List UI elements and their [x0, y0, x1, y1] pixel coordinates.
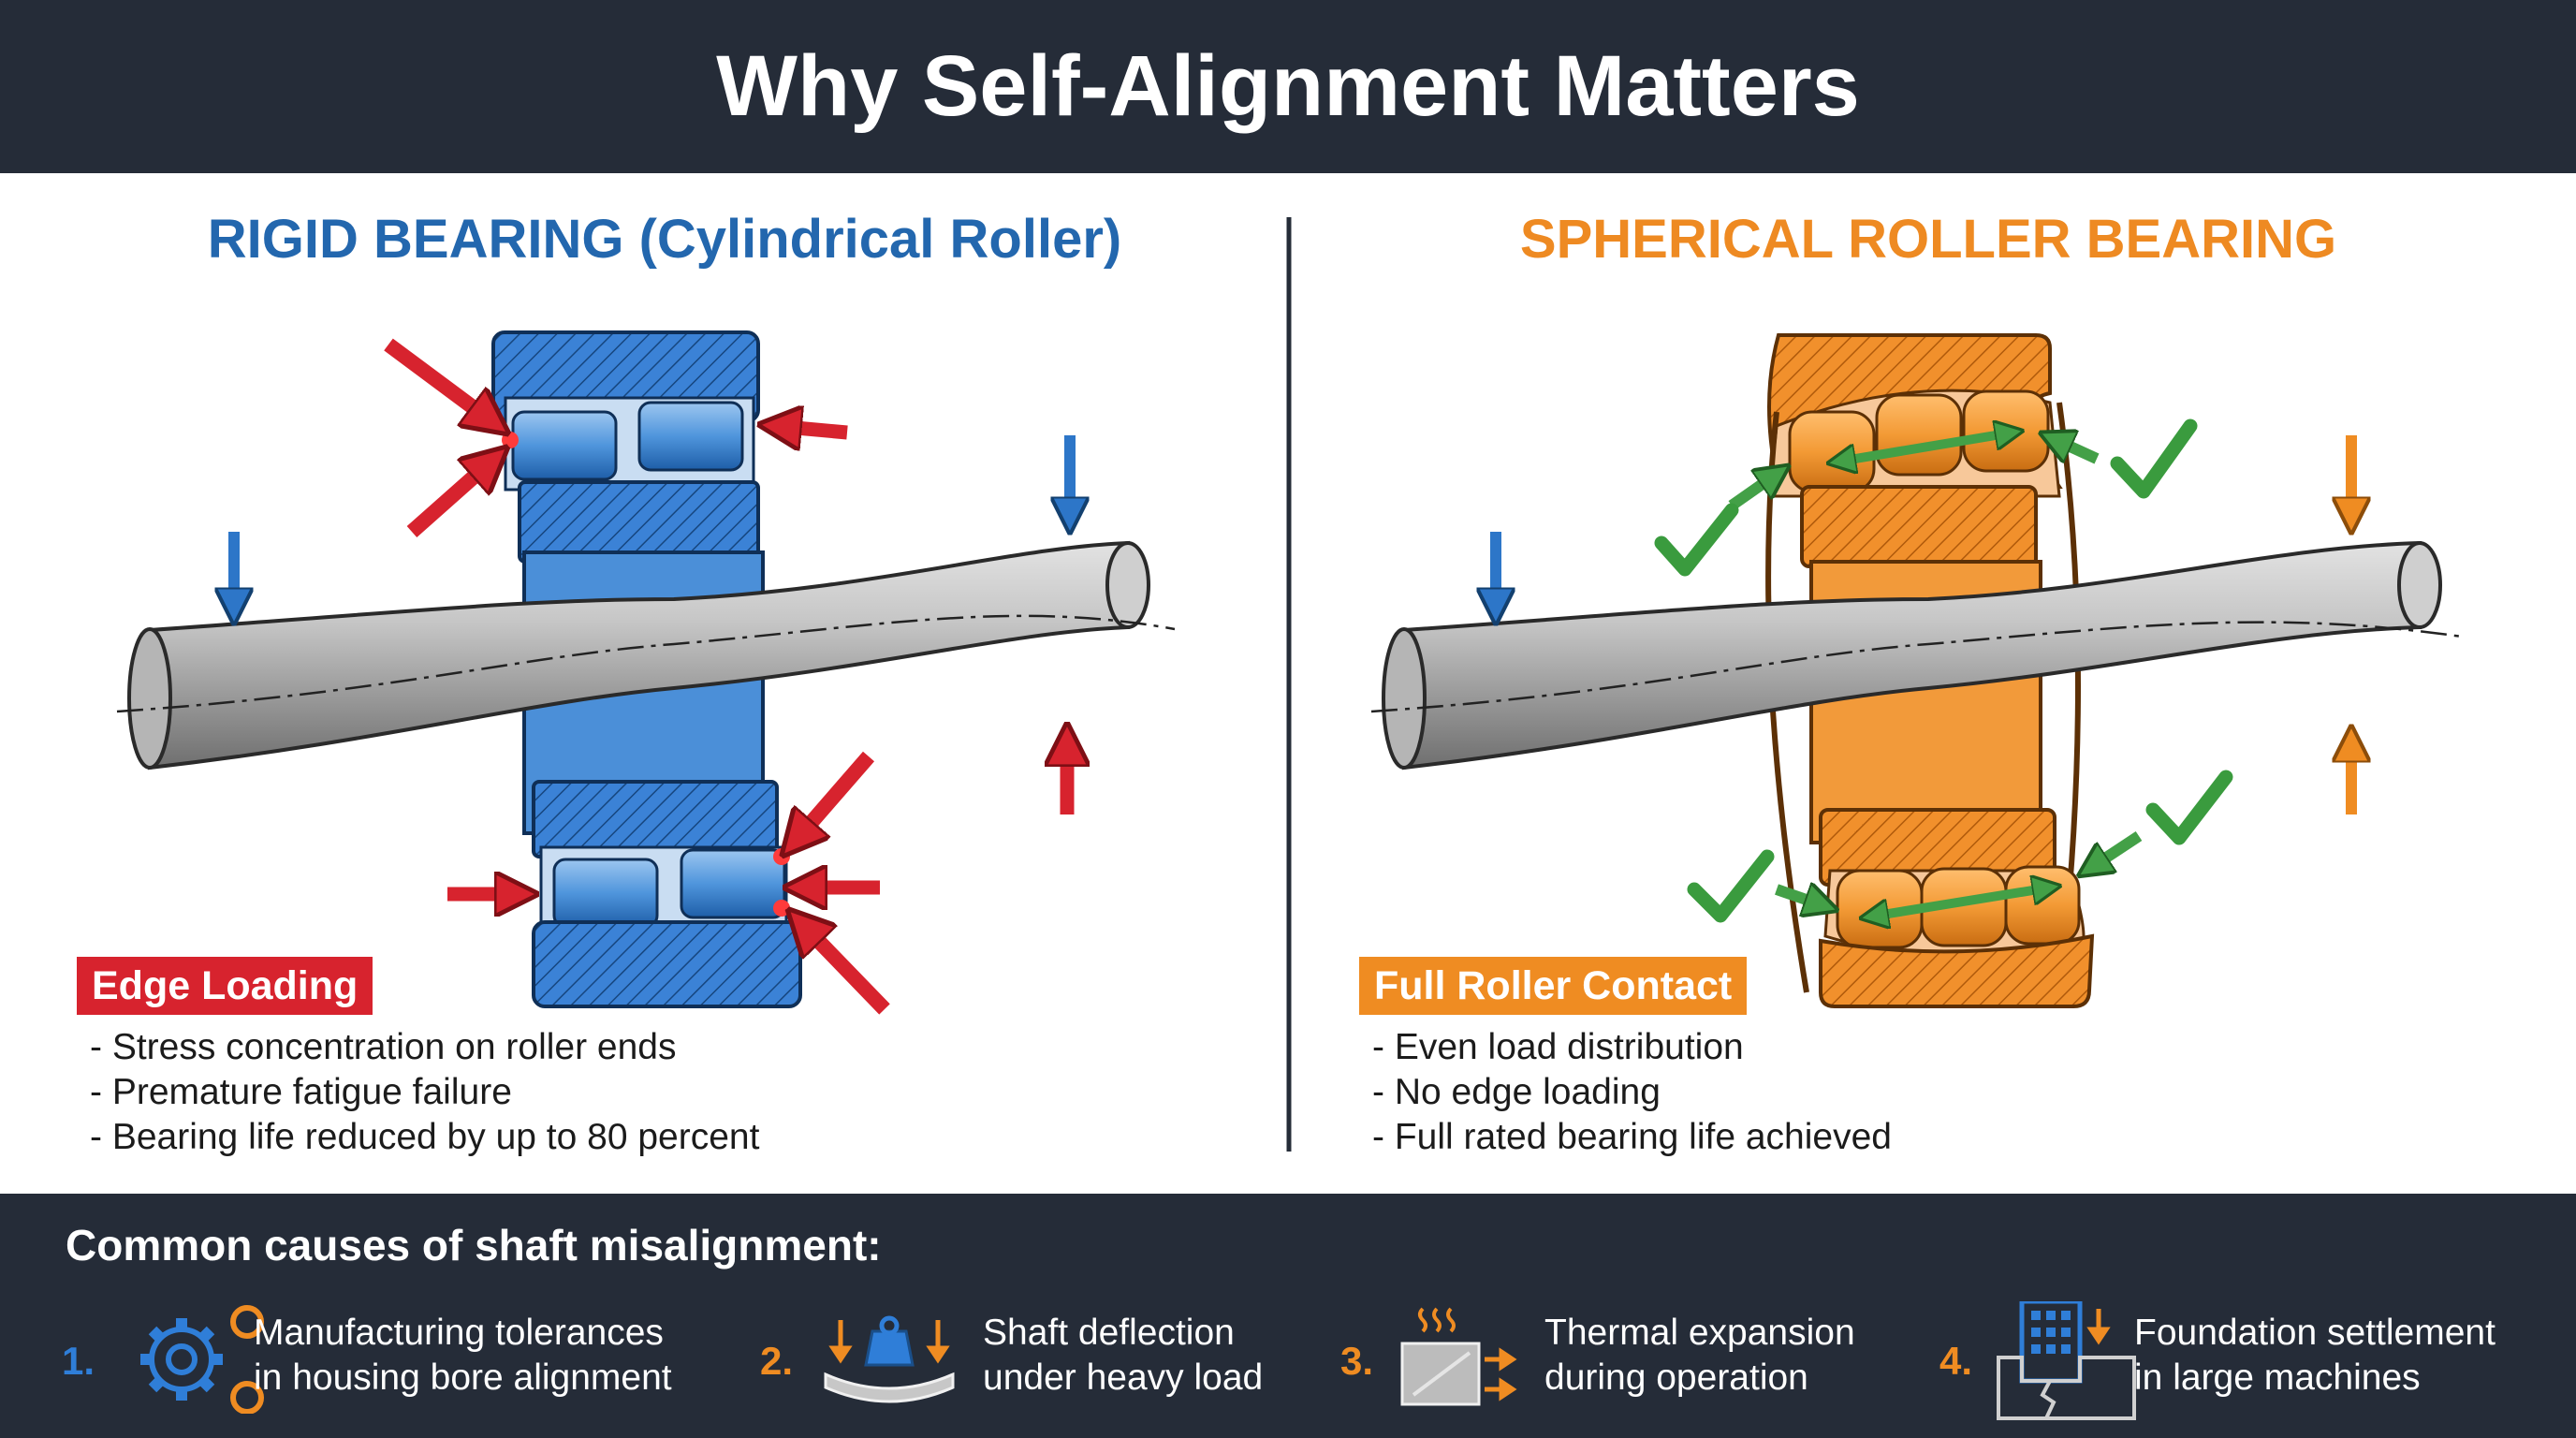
spherical-bearing-title: SPHERICAL ROLLER BEARING	[1519, 209, 2337, 270]
roller	[680, 848, 786, 919]
red-arrow	[794, 751, 875, 843]
green-double-arrow	[1877, 888, 2050, 916]
inner-ring-top	[1800, 485, 2038, 568]
centerline	[116, 614, 1176, 713]
cause-line: during operation	[1544, 1357, 1808, 1398]
cause-number: 4.	[1939, 1339, 1973, 1383]
green-arrow	[1775, 889, 1825, 906]
shaft-end	[1382, 627, 1427, 770]
edge-stress-spot	[502, 432, 519, 448]
cause-text: Foundation settlement in large machines	[2134, 1311, 2496, 1401]
right-bent-shaft	[1370, 540, 2463, 770]
red-arrow	[406, 459, 494, 537]
rigid-bearing-bullets: - Stress concentration on roller ends - …	[90, 1025, 759, 1160]
red-arrow	[384, 338, 494, 423]
bullet-item: - Even load distribution	[1372, 1027, 1744, 1067]
bullet-item: - Full rated bearing life achieved	[1372, 1117, 1892, 1157]
bullet-item: - Premature fatigue failure	[90, 1072, 512, 1112]
page-title: Why Self-Alignment Matters	[716, 38, 1860, 134]
cause-number: 2.	[760, 1339, 794, 1383]
green-double-arrow	[1844, 433, 2012, 461]
barrel-roller	[2004, 865, 2081, 946]
weight-deflection-icon	[824, 1315, 955, 1403]
cause-number: 3.	[1340, 1339, 1374, 1383]
heat-expansion-icon	[1400, 1307, 1517, 1406]
check-icon	[2110, 418, 2198, 499]
cause-text: Thermal expansion during operation	[1544, 1311, 1855, 1401]
centerline	[1370, 621, 2463, 713]
bullet-item: - Bearing life reduced by up to 80 perce…	[90, 1117, 760, 1157]
bullet-item: - Stress concentration on roller ends	[90, 1027, 677, 1067]
cause-text: Manufacturing tolerances in housing bore…	[254, 1311, 672, 1401]
edge-loading-badge: Edge Loading	[77, 957, 373, 1015]
red-arrow	[775, 426, 848, 433]
barrel-roller	[1875, 393, 1963, 477]
green-arrow	[1728, 473, 1778, 510]
left-load-arrows	[234, 338, 1070, 1015]
cause-item: 3. Thermal expansion during operation	[1340, 1301, 1902, 1414]
cause-line: in housing bore alignment	[254, 1357, 672, 1398]
inner-ring-top	[518, 480, 760, 564]
outer-ring-bottom	[532, 920, 802, 1008]
green-arrow	[2052, 438, 2100, 464]
bullet-item: - No edge loading	[1372, 1072, 1661, 1112]
cause-line: under heavy load	[983, 1357, 1264, 1398]
cause-item: 1. Manufacturing tolerances in housing b…	[62, 1301, 717, 1414]
shaft-end	[2397, 541, 2442, 629]
misalignment-causes-footer: Common causes of shaft misalignment: 1. …	[0, 1194, 2576, 1438]
check-icon	[1687, 849, 1775, 923]
building-settlement-icon	[1997, 1301, 2136, 1420]
barrel-roller	[1788, 410, 1876, 493]
outer-ring-bottom	[1819, 933, 2095, 1008]
cause-line: in large machines	[2134, 1357, 2421, 1398]
header-bar	[0, 0, 2576, 173]
cause-line: Shaft deflection	[983, 1313, 1235, 1353]
shaft-end	[1105, 541, 1150, 629]
full-roller-contact-badge: Full Roller Contact	[1359, 957, 1748, 1015]
cause-text: Shaft deflection under heavy load	[983, 1311, 1263, 1401]
check-icon	[2145, 770, 2233, 845]
roller	[637, 401, 744, 472]
cause-line: Manufacturing tolerances	[254, 1313, 664, 1353]
gears-icon	[140, 1305, 264, 1414]
bearing-comparison-diagram	[116, 217, 2463, 1152]
red-arrow	[800, 922, 890, 1015]
cause-line: Foundation settlement	[2134, 1313, 2496, 1353]
cause-line: Thermal expansion	[1544, 1313, 1855, 1353]
check-icon	[1654, 503, 1739, 577]
roller	[511, 410, 618, 481]
footer-heading: Common causes of shaft misalignment:	[66, 1221, 882, 1269]
edge-stress-spot	[773, 900, 790, 917]
cause-item: 4. Foundation settlement in large machin…	[1939, 1301, 2539, 1420]
left-bent-shaft	[116, 540, 1176, 770]
rigid-bearing-title: RIGID BEARING (Cylindrical Roller)	[207, 209, 1122, 270]
spherical-bearing-bullets: - Even load distribution - No edge loadi…	[1372, 1025, 1892, 1160]
inner-ring-bottom	[532, 780, 779, 858]
green-arrow	[2089, 830, 2143, 869]
green-checkmarks	[1654, 418, 2233, 923]
roller	[552, 858, 659, 929]
cause-number: 1.	[62, 1339, 95, 1383]
cause-item: 2. Shaft deflection under heavy load	[760, 1301, 1284, 1414]
shaft-end	[127, 627, 172, 770]
right-load-arrows	[1496, 433, 2351, 916]
edge-stress-spot	[773, 848, 790, 865]
